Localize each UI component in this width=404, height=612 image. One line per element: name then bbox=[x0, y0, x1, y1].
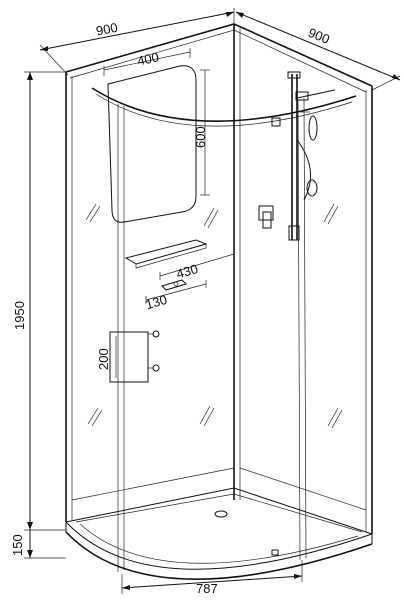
glass-reflections bbox=[85, 203, 343, 429]
dim-panel-width: 400 bbox=[136, 49, 160, 68]
rear-panel bbox=[103, 48, 210, 223]
frame-posts bbox=[65, 24, 373, 572]
mixer-control bbox=[258, 205, 274, 229]
total-height-dimension bbox=[24, 71, 66, 531]
dim-base-height: 150 bbox=[10, 534, 25, 556]
dim-door-width: 787 bbox=[196, 581, 218, 596]
shelf bbox=[124, 239, 235, 280]
door-width-dimension bbox=[121, 560, 303, 594]
base-height-dimension bbox=[24, 530, 66, 559]
top-dimension-lines bbox=[39, 8, 401, 91]
dim-handle-height: 200 bbox=[96, 348, 111, 370]
dim-shelf-width: 430 bbox=[175, 261, 200, 281]
dim-total-height: 1950 bbox=[12, 301, 27, 330]
back-wall-edges bbox=[71, 467, 367, 511]
dim-panel-height: 600 bbox=[193, 126, 208, 148]
shower-tray bbox=[65, 487, 373, 581]
door-handle bbox=[109, 330, 160, 383]
dim-soap-width: 130 bbox=[144, 292, 169, 312]
shower-column bbox=[271, 71, 336, 241]
dim-width-left: 900 bbox=[95, 20, 119, 39]
soap-dish bbox=[145, 279, 207, 304]
dim-width-right: 900 bbox=[306, 25, 332, 47]
